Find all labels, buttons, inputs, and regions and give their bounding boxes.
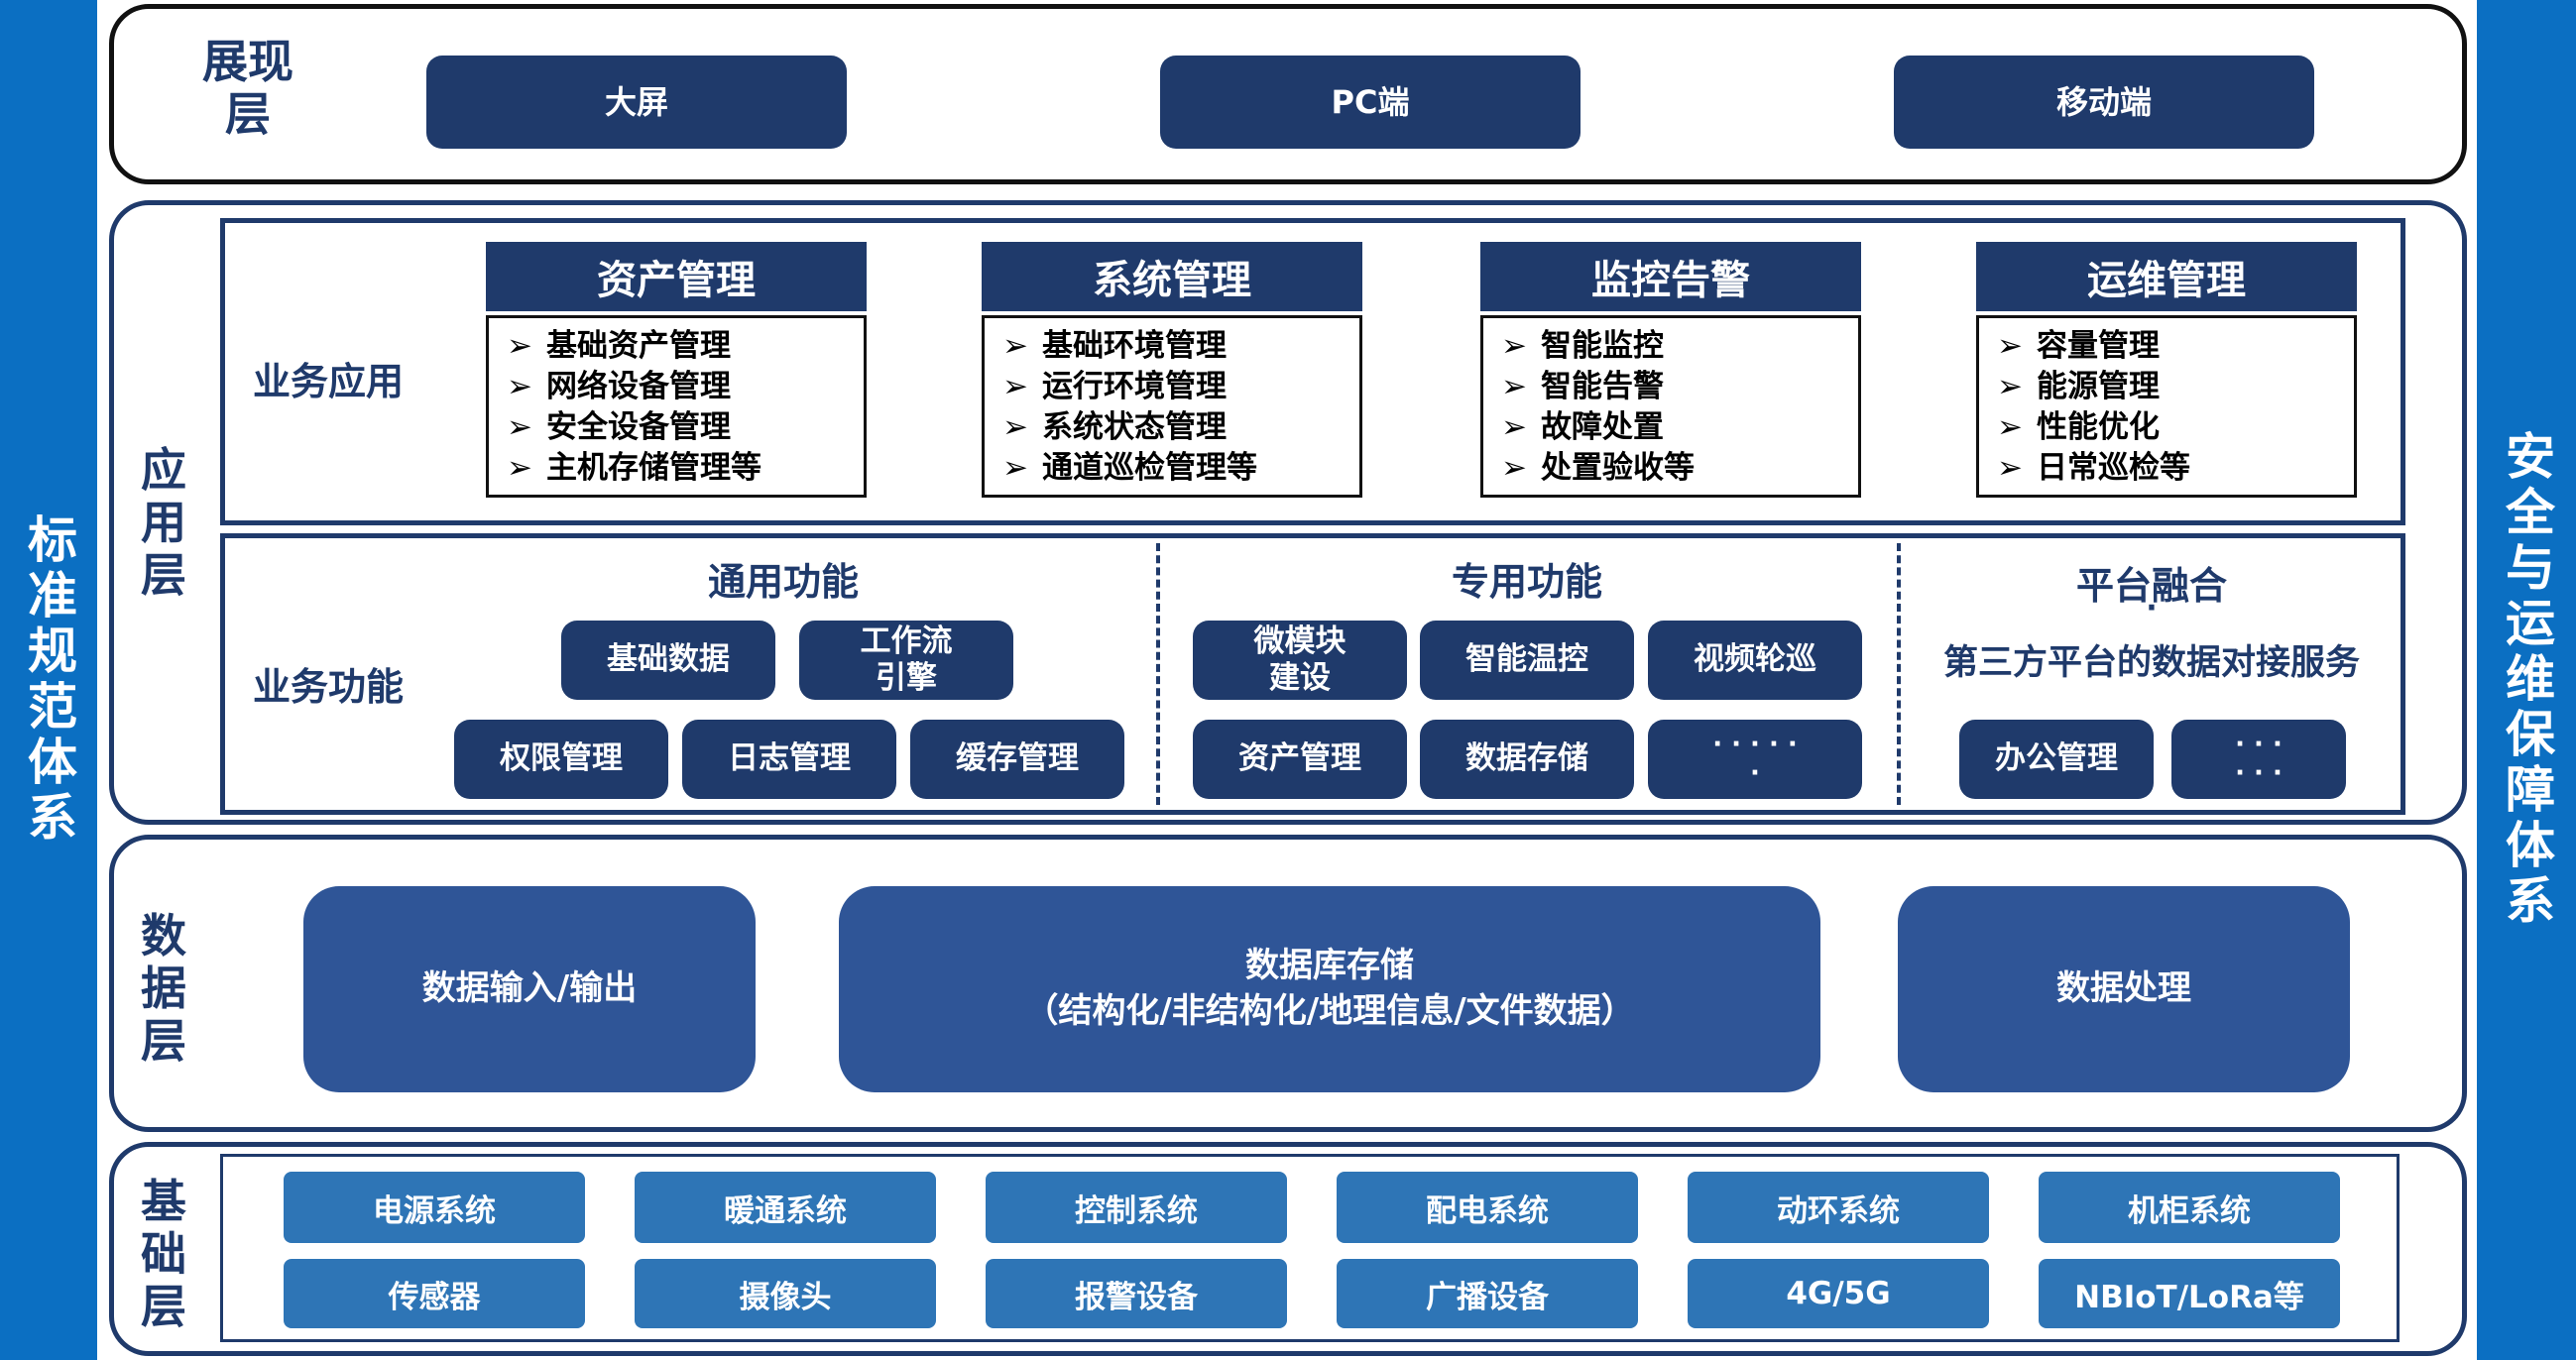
list-item: ➢能源管理	[1997, 369, 2160, 404]
standards-system-bar: 标准规范体系	[0, 0, 97, 1360]
base-cabinet-system: 机柜系统	[2039, 1172, 2340, 1243]
list-item: ➢网络设备管理	[507, 369, 731, 404]
list-item: ➢故障处置	[1501, 409, 1664, 445]
base-nbiot-lora: NBIoT/LoRa等	[2039, 1259, 2340, 1328]
function-workflow-engine: 工作流 引擎	[799, 621, 1013, 700]
presentation-item-pc: PC端	[1160, 56, 1581, 149]
list-item: ➢安全设备管理	[507, 409, 731, 445]
base-layer-inner-frame	[220, 1154, 2400, 1342]
function-basic-data: 基础数据	[561, 621, 775, 700]
platform-fusion-subtitle: 第三方平台的数据对接服务	[1942, 643, 2360, 683]
base-layer-label: 基 础 层	[141, 1175, 186, 1333]
list-item: ➢性能优化	[1997, 409, 2160, 445]
data-io: 数据输入/输出	[303, 886, 756, 1092]
platform-fusion-title: 平台融合	[2075, 564, 2227, 608]
data-layer-label: 数 据 层	[141, 909, 186, 1068]
function-office-mgmt: 办公管理	[1959, 720, 2154, 799]
module-system-mgmt-list: ➢基础环境管理 ➢运行环境管理 ➢系统状态管理 ➢通道巡检管理等	[982, 315, 1362, 498]
list-item: ➢日常巡检等	[1997, 450, 2190, 486]
list-item: ➢通道巡检管理等	[1002, 450, 1257, 486]
presentation-layer-label: 展现 层	[202, 35, 293, 141]
section-divider	[1156, 543, 1160, 805]
base-sensor: 传感器	[284, 1259, 585, 1328]
module-monitor-alarm-header: 监控告警	[1480, 242, 1861, 311]
special-functions-title: 专用功能	[1451, 560, 1602, 604]
base-broadcast-device: 广播设备	[1337, 1259, 1638, 1328]
list-item: ➢智能告警	[1501, 369, 1664, 404]
list-item: ➢主机存储管理等	[507, 450, 761, 486]
module-asset-mgmt-list: ➢基础资产管理 ➢网络设备管理 ➢安全设备管理 ➢主机存储管理等	[486, 315, 867, 498]
base-power-distribution: 配电系统	[1337, 1172, 1638, 1243]
base-4g-5g: 4G/5G	[1688, 1259, 1989, 1328]
data-db-storage: 数据库存储 （结构化/非结构化/地理信息/文件数据）	[839, 886, 1820, 1092]
base-hvac-system: 暖通系统	[635, 1172, 936, 1243]
module-asset-mgmt-header: 资产管理	[486, 242, 867, 311]
module-system-mgmt-header: 系统管理	[982, 242, 1362, 311]
module-ops-mgmt-list: ➢容量管理 ➢能源管理 ➢性能优化 ➢日常巡检等	[1976, 315, 2357, 498]
platform-more-ellipsis: · · · · · ·	[2171, 720, 2346, 799]
list-item: ➢容量管理	[1997, 328, 2160, 364]
function-cache-mgmt: 缓存管理	[910, 720, 1124, 799]
base-control-system: 控制系统	[986, 1172, 1287, 1243]
list-item: ➢智能监控	[1501, 328, 1664, 364]
list-item: ➢处置验收等	[1501, 450, 1695, 486]
data-processing: 数据处理	[1898, 886, 2350, 1092]
section-divider	[1897, 543, 1901, 805]
function-log-mgmt: 日志管理	[682, 720, 896, 799]
platform-fusion-dot: ·	[2146, 591, 2158, 625]
list-item: ➢系统状态管理	[1002, 409, 1227, 445]
function-micro-module: 微模块 建设	[1193, 621, 1407, 700]
base-camera: 摄像头	[635, 1259, 936, 1328]
security-ops-system-label: 安全与运维保障体系	[2498, 430, 2555, 930]
presentation-item-big-screen: 大屏	[426, 56, 847, 149]
function-smart-temp: 智能温控	[1420, 621, 1634, 700]
business-apps-label: 业务应用	[253, 360, 405, 403]
base-alarm-device: 报警设备	[986, 1259, 1287, 1328]
list-item: ➢基础资产管理	[507, 328, 731, 364]
base-env-monitoring: 动环系统	[1688, 1172, 1989, 1243]
application-layer-label: 应 用 层	[141, 443, 186, 602]
business-functions-label: 业务功能	[253, 665, 405, 709]
function-permission-mgmt: 权限管理	[454, 720, 668, 799]
security-ops-system-bar: 安全与运维保障体系	[2477, 0, 2576, 1360]
list-item: ➢运行环境管理	[1002, 369, 1227, 404]
function-asset-mgmt: 资产管理	[1193, 720, 1407, 799]
standards-system-label: 标准规范体系	[20, 513, 77, 847]
module-ops-mgmt-header: 运维管理	[1976, 242, 2357, 311]
general-functions-title: 通用功能	[707, 560, 859, 604]
base-power-system: 电源系统	[284, 1172, 585, 1243]
list-item: ➢基础环境管理	[1002, 328, 1227, 364]
function-video-patrol: 视频轮巡	[1648, 621, 1862, 700]
presentation-item-mobile: 移动端	[1894, 56, 2314, 149]
module-monitor-alarm-list: ➢智能监控 ➢智能告警 ➢故障处置 ➢处置验收等	[1480, 315, 1861, 498]
function-data-storage: 数据存储	[1420, 720, 1634, 799]
function-more-ellipsis: · · · · · ·	[1648, 720, 1862, 799]
